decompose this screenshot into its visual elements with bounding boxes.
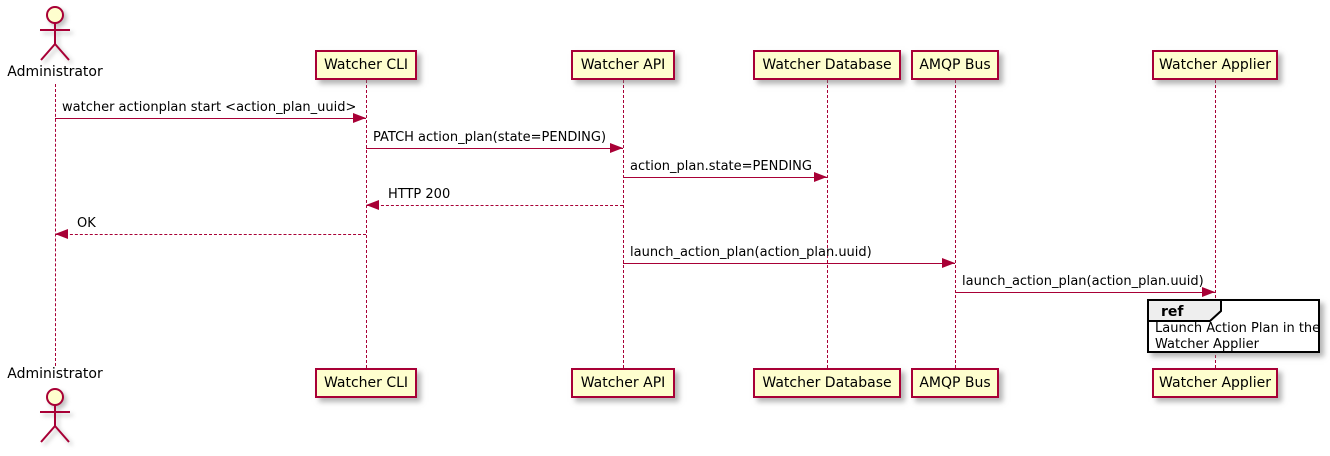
arrowhead-icon bbox=[1202, 287, 1215, 297]
participant-watcher-applier-bottom: Watcher Applier bbox=[1152, 368, 1278, 398]
lifeline-watcher-api bbox=[623, 80, 624, 368]
participant-watcher-cli-bottom: Watcher CLI bbox=[315, 368, 417, 398]
message-label: launch_action_plan(action_plan.uuid) bbox=[630, 245, 872, 260]
participant-watcher-database-top: Watcher Database bbox=[753, 50, 901, 80]
lifeline-watcher-cli bbox=[366, 80, 367, 368]
message-arrow bbox=[55, 234, 366, 235]
participant-watcher-applier-top: Watcher Applier bbox=[1152, 50, 1278, 80]
message-arrow bbox=[623, 263, 955, 264]
message-arrow bbox=[366, 148, 623, 149]
participant-watcher-api-top: Watcher API bbox=[571, 50, 675, 80]
arrowhead-icon bbox=[353, 113, 366, 123]
ref-text: Launch Action Plan in the Watcher Applie… bbox=[1155, 321, 1320, 353]
message-arrow bbox=[366, 205, 623, 206]
participant-amqp-bus-bottom: AMQP Bus bbox=[911, 368, 999, 398]
lifeline-watcher-applier bbox=[1215, 80, 1216, 368]
participant-watcher-database-bottom: Watcher Database bbox=[753, 368, 901, 398]
message-label: OK bbox=[77, 216, 96, 231]
ref-header: ref bbox=[1147, 299, 1222, 322]
ref-fragment: ref Launch Action Plan in the Watcher Ap… bbox=[1147, 299, 1320, 353]
arrowhead-icon bbox=[814, 172, 827, 182]
message-label: PATCH action_plan(state=PENDING) bbox=[373, 130, 607, 145]
ref-text-line1: Launch Action Plan in the bbox=[1155, 321, 1321, 336]
arrowhead-icon bbox=[366, 200, 379, 210]
participant-watcher-cli-top: Watcher CLI bbox=[315, 50, 417, 80]
actor-icon-bottom bbox=[40, 388, 70, 443]
arrowhead-icon bbox=[942, 258, 955, 268]
message-label: HTTP 200 bbox=[388, 187, 451, 202]
participant-watcher-api-bottom: Watcher API bbox=[571, 368, 675, 398]
actor-label-bottom: Administrator bbox=[7, 366, 103, 382]
message-label: launch_action_plan(action_plan.uuid) bbox=[962, 274, 1204, 289]
message-label: action_plan.state=PENDING bbox=[630, 159, 812, 174]
message-arrow bbox=[955, 292, 1215, 293]
message-label: watcher actionplan start <action_plan_uu… bbox=[62, 100, 357, 115]
lifeline-amqp-bus bbox=[955, 80, 956, 368]
actor-icon bbox=[40, 6, 70, 61]
message-arrow bbox=[55, 118, 366, 119]
lifeline-administrator bbox=[55, 84, 56, 366]
message-arrow bbox=[623, 177, 827, 178]
ref-text-line2: Watcher Applier bbox=[1155, 337, 1259, 352]
arrowhead-icon bbox=[610, 143, 623, 153]
participant-amqp-bus-top: AMQP Bus bbox=[911, 50, 999, 80]
actor-label-top: Administrator bbox=[7, 64, 103, 80]
lifeline-watcher-database bbox=[827, 80, 828, 368]
arrowhead-icon bbox=[55, 229, 68, 239]
ref-keyword: ref bbox=[1161, 304, 1184, 320]
